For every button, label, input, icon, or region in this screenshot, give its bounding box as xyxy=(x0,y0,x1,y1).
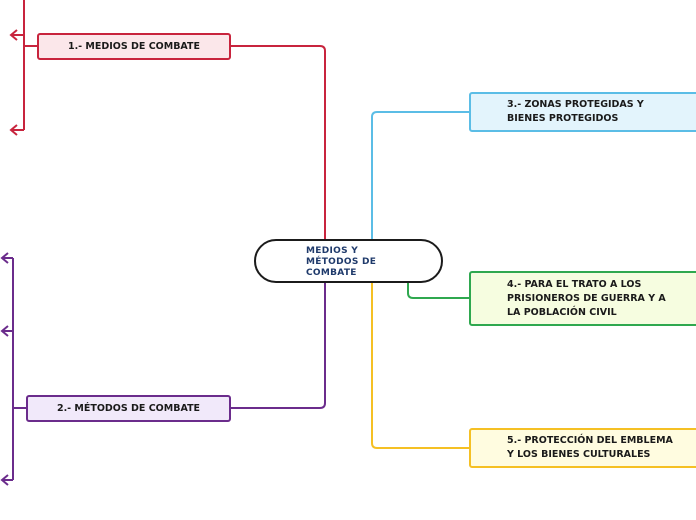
topic-zonas-protegidas[interactable]: 3.- ZONAS PROTEGIDAS Y BIENES PROTEGIDOS xyxy=(469,92,696,132)
connector-zonas xyxy=(371,111,469,240)
connector-metodos-children xyxy=(3,257,26,481)
topic-trato-prisioneros[interactable]: 4.- PARA EL TRATO A LOS PRISIONEROS DE G… xyxy=(469,271,696,326)
arrow-left-icon xyxy=(0,252,9,264)
topic-metodos-de-combate[interactable]: 2.- MÉTODOS DE COMBATE xyxy=(26,395,231,422)
central-topic-label: MEDIOS Y MÉTODOS DE COMBATE xyxy=(306,246,377,278)
arrow-left-icon xyxy=(0,325,9,337)
topic-zonas-label: 3.- ZONAS PROTEGIDAS Y BIENES PROTEGIDOS xyxy=(507,99,644,124)
topic-medios-label: 1.- MEDIOS DE COMBATE xyxy=(67,40,201,52)
connector-metodos xyxy=(231,283,326,409)
topic-metodos-label: 2.- MÉTODOS DE COMBATE xyxy=(56,402,201,414)
topic-emblema-label: 5.- PROTECCIÓN DEL EMBLEMA Y LOS BIENES … xyxy=(507,435,673,460)
connector-trato xyxy=(407,283,469,299)
connector-medios xyxy=(231,45,326,240)
connector-emblema xyxy=(371,283,469,449)
arrow-left-icon xyxy=(9,124,18,136)
central-topic[interactable]: MEDIOS Y MÉTODOS DE COMBATE xyxy=(254,239,443,283)
topic-proteccion-emblema[interactable]: 5.- PROTECCIÓN DEL EMBLEMA Y LOS BIENES … xyxy=(469,428,696,468)
arrow-left-icon xyxy=(9,29,18,41)
topic-medios-de-combate[interactable]: 1.- MEDIOS DE COMBATE xyxy=(37,33,231,60)
topic-trato-label: 4.- PARA EL TRATO A LOS PRISIONEROS DE G… xyxy=(507,278,666,318)
connector-medios-children xyxy=(12,0,37,131)
arrow-left-icon xyxy=(0,474,9,486)
